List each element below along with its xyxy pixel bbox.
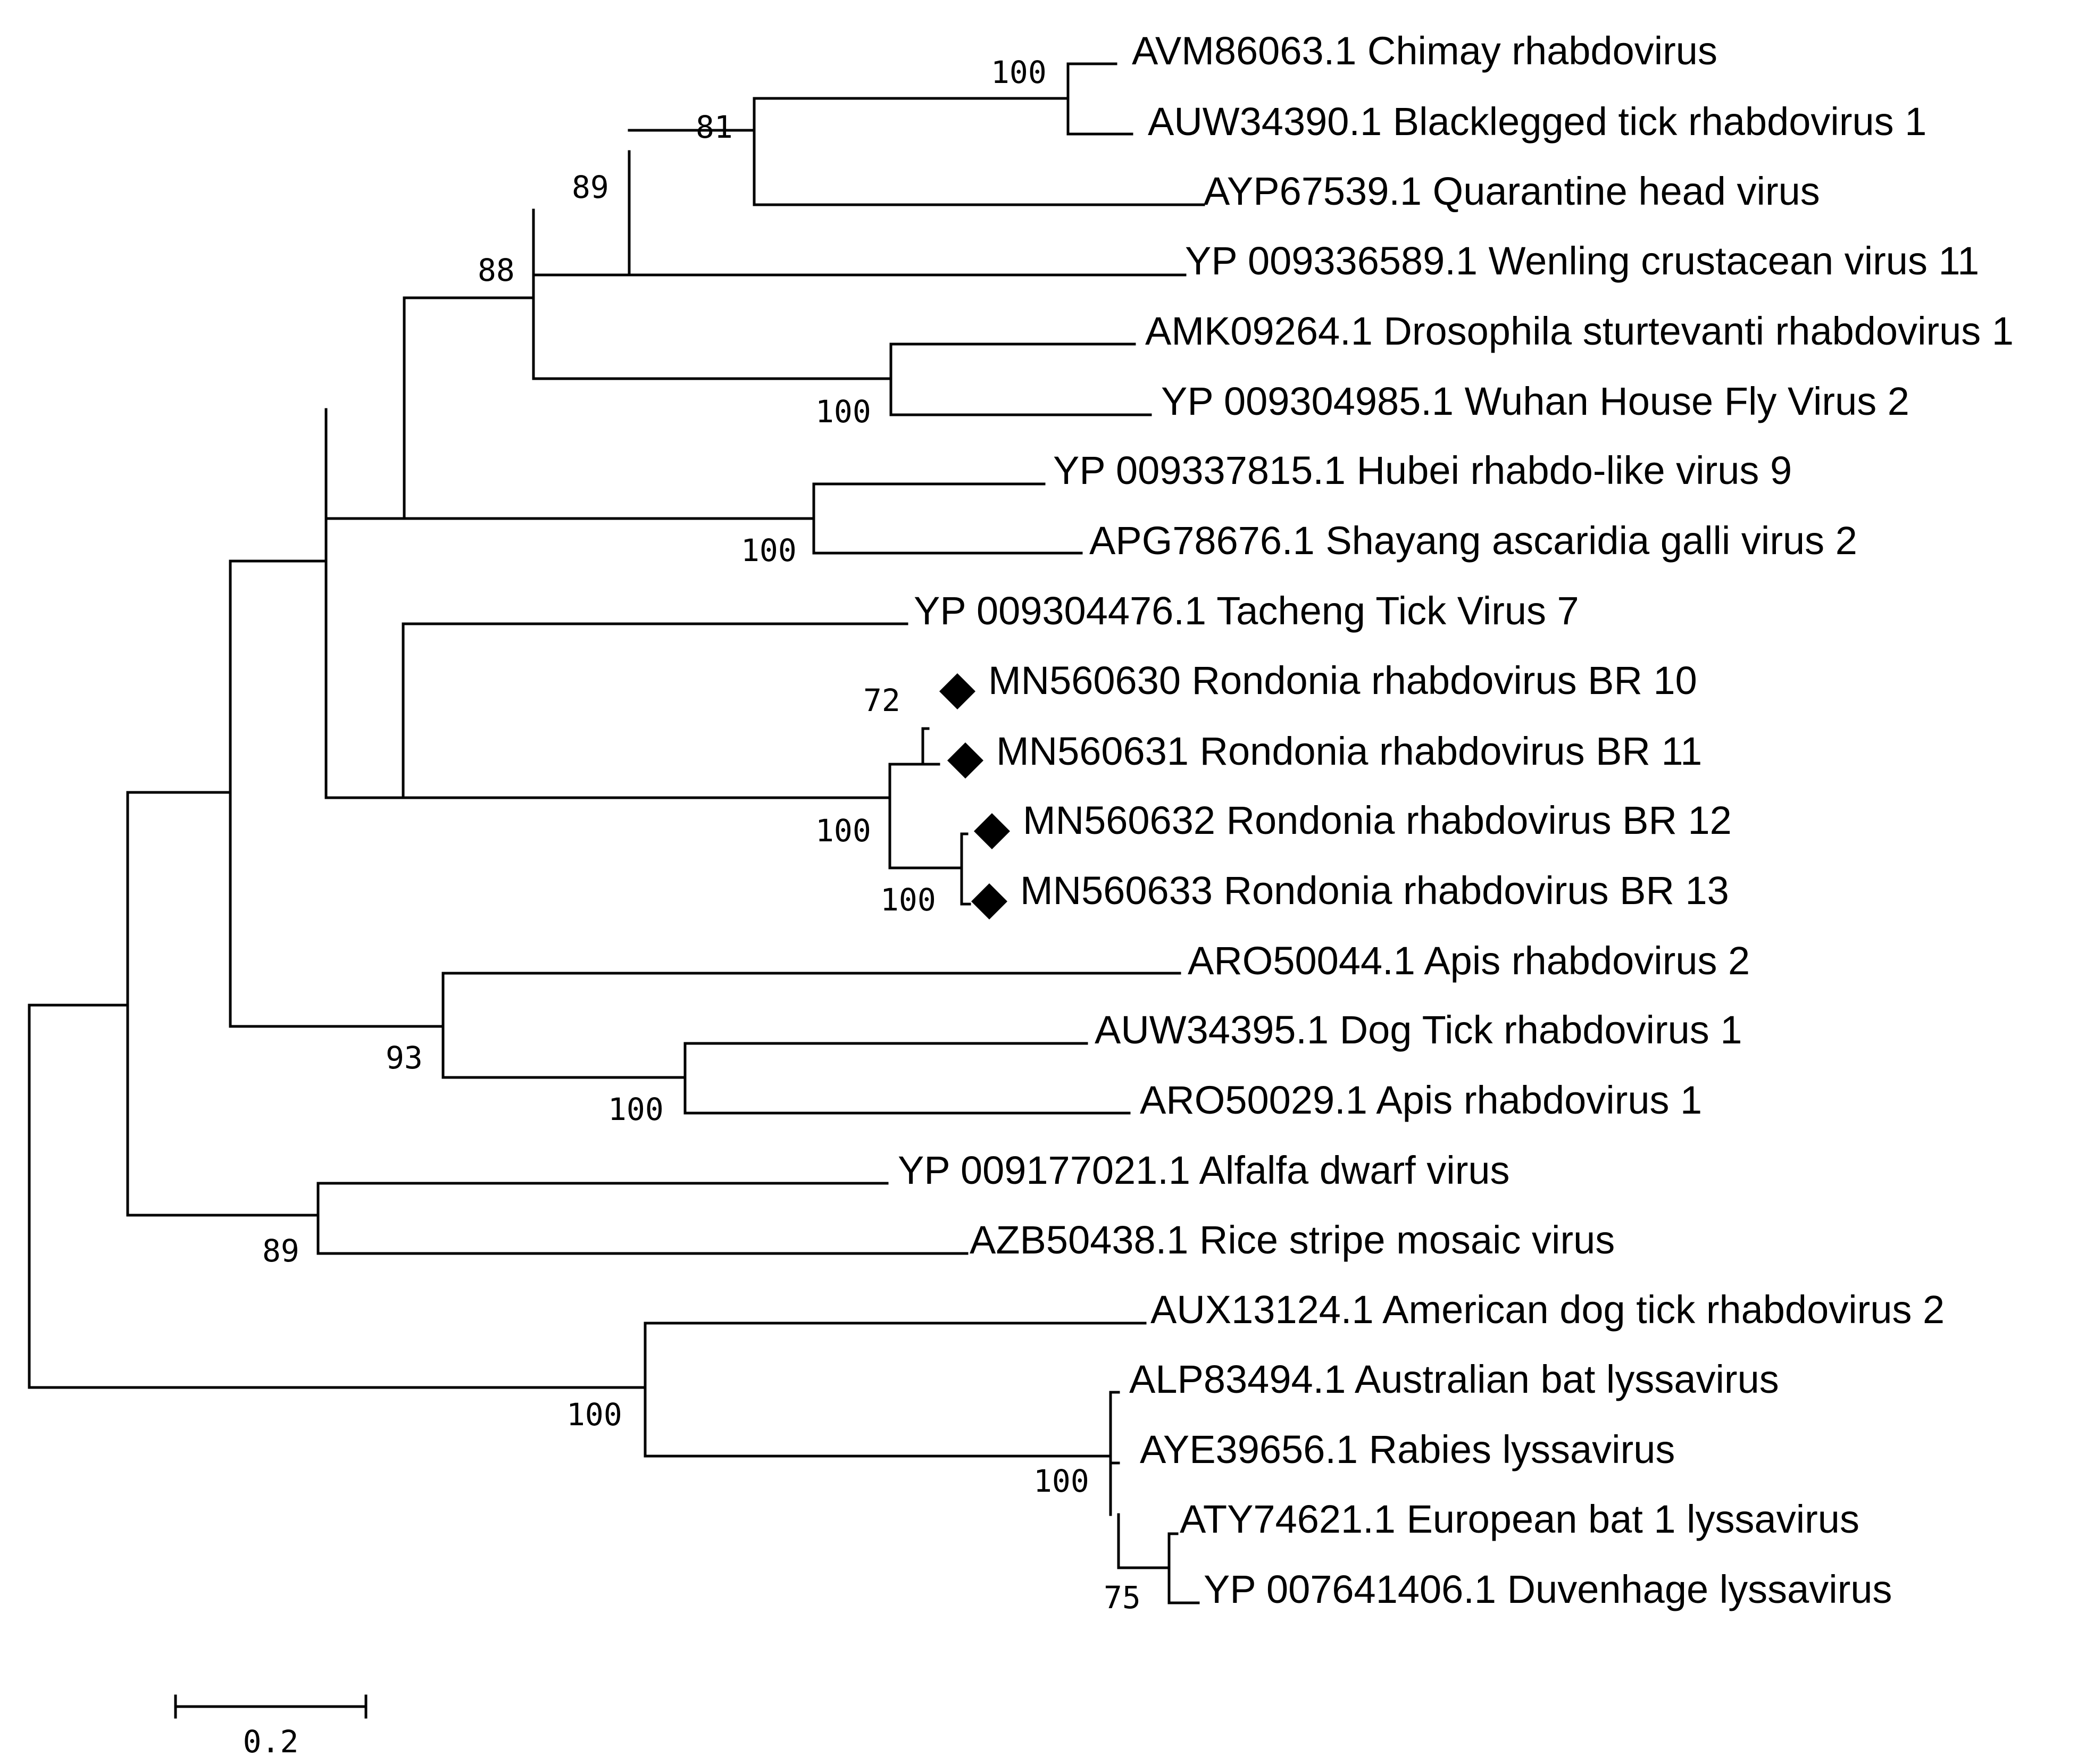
taxon-label: AUW34390.1 Blacklegged tick rhabdovirus … — [1148, 99, 1926, 144]
taxon-label: YP 009336589.1 Wenling crustacean virus … — [1185, 239, 1979, 283]
taxon-label: AVM86063.1 Chimay rhabdovirus — [1132, 29, 1717, 73]
bootstrap-value: 100 — [815, 813, 871, 849]
bootstrap-value: 100 — [1033, 1463, 1089, 1499]
taxon-label: MN560633 Rondonia rhabdovirus BR 13 — [1020, 868, 1729, 913]
taxon-label: ARO50029.1 Apis rhabdovirus 1 — [1140, 1078, 1702, 1122]
bootstrap-value: 100 — [880, 882, 936, 918]
scale-bar: 0.2 — [174, 1694, 368, 1760]
bootstrap-value: 100 — [815, 394, 871, 430]
diamond-icon — [939, 673, 975, 709]
bootstrap-value: 93 — [386, 1040, 423, 1076]
taxon-label: APG78676.1 Shayang ascaridia galli virus… — [1089, 519, 1857, 563]
bootstrap-value: 89 — [262, 1233, 299, 1269]
taxon-label: AUW34395.1 Dog Tick rhabdovirus 1 — [1095, 1008, 1742, 1052]
bootstrap-value: 89 — [572, 169, 609, 205]
bootstrap-value: 75 — [1104, 1579, 1141, 1616]
taxon-label: ALP83494.1 Australian bat lyssavirus — [1129, 1357, 1779, 1401]
taxon-label: YP 009177021.1 Alfalfa dwarf virus — [898, 1148, 1510, 1192]
bootstrap-value: 100 — [991, 54, 1047, 90]
taxon-label: YP 009337815.1 Hubei rhabdo-like virus 9 — [1053, 448, 1792, 492]
taxon-label: MN560631 Rondonia rhabdovirus BR 11 — [996, 729, 1702, 773]
diamond-icon — [947, 742, 983, 779]
taxon-label: YP 009304985.1 Wuhan House Fly Virus 2 — [1161, 379, 1909, 423]
taxon-label: AZB50438.1 Rice stripe mosaic virus — [970, 1218, 1615, 1262]
taxon-label: AUX13124.1 American dog tick rhabdovirus… — [1150, 1288, 1945, 1332]
tree-branches — [28, 62, 1205, 1604]
taxon-label: ARO50044.1 Apis rhabdovirus 2 — [1188, 939, 1750, 983]
bootstrap-value: 100 — [608, 1091, 664, 1127]
highlight-markers — [939, 673, 1010, 919]
taxon-label: AYE39656.1 Rabies lyssavirus — [1140, 1427, 1675, 1472]
diamond-icon — [971, 883, 1007, 919]
taxon-labels: AVM86063.1 Chimay rhabdovirus AUW34390.1… — [898, 29, 2014, 1611]
bootstrap-value: 81 — [696, 109, 733, 145]
taxon-label: AMK09264.1 Drosophila sturtevanti rhabdo… — [1145, 309, 2014, 353]
taxon-label: MN560630 Rondonia rhabdovirus BR 10 — [988, 658, 1697, 703]
taxon-label: MN560632 Rondonia rhabdovirus BR 12 — [1023, 798, 1732, 842]
bootstrap-value: 88 — [478, 252, 515, 288]
taxon-label: YP 007641406.1 Duvenhage lyssavirus — [1204, 1567, 1892, 1611]
bootstrap-values: 100 81 89 88 100 100 72 100 100 93 100 8… — [262, 54, 1141, 1616]
bootstrap-value: 100 — [741, 532, 797, 569]
taxon-label: ATY74621.1 European bat 1 lyssavirus — [1180, 1497, 1859, 1541]
diamond-icon — [974, 813, 1010, 849]
taxon-label: YP 009304476.1 Tacheng Tick Virus 7 — [914, 589, 1579, 633]
taxon-label: AYP67539.1 Quarantine head virus — [1204, 169, 1820, 213]
bootstrap-value: 72 — [863, 682, 900, 718]
bootstrap-value: 100 — [566, 1397, 622, 1433]
scale-bar-label: 0.2 — [243, 1724, 299, 1760]
